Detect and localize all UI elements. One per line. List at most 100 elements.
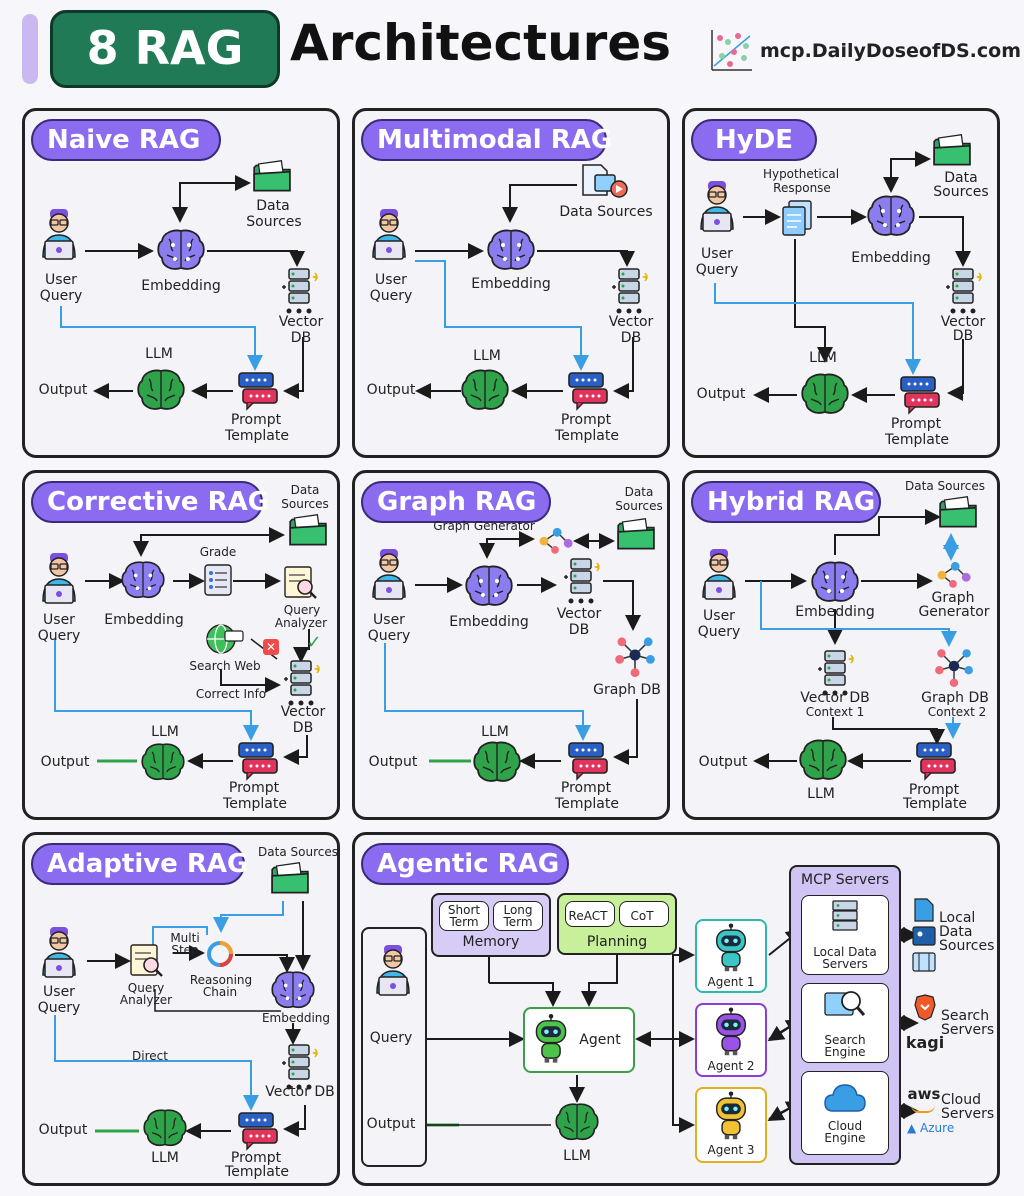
- long-term-label: Term: [503, 915, 533, 929]
- query-analyzer-icon: [130, 944, 163, 977]
- folder-icon: [931, 133, 973, 169]
- vector-db-icon: [561, 557, 601, 605]
- user-icon: [695, 179, 739, 235]
- user-label: User: [701, 246, 733, 262]
- cloud-servers-label-2: Servers: [941, 1106, 995, 1122]
- vector-db-label: Vector DB: [800, 690, 870, 706]
- panel-title: Corrective RAG: [31, 481, 269, 523]
- documents-icon: [782, 200, 812, 236]
- embedding-label: Embedding: [104, 612, 184, 628]
- context1-label: Context 1: [805, 705, 865, 719]
- embedding-label: Embedding: [261, 1011, 331, 1025]
- prompt-template-icon: [913, 741, 957, 781]
- llm-label: LLM: [809, 350, 837, 366]
- multimodal-connectors: [415, 184, 635, 399]
- reasoning-chain-icon: [207, 941, 233, 967]
- embedding-brain-icon: [865, 193, 917, 239]
- prompt-label: Prompt: [560, 412, 612, 428]
- query-label-analyzer: Query: [283, 603, 321, 617]
- local-label: Local: [939, 910, 976, 926]
- user-label: User: [45, 272, 77, 288]
- reject-x-icon: ✕: [263, 639, 279, 655]
- query-label: Query: [369, 1030, 413, 1046]
- prompt-template-icon: [565, 371, 609, 411]
- servers-right-label: Servers: [941, 1022, 995, 1038]
- response-label: Response: [773, 181, 831, 195]
- hyde-connectors: [714, 151, 971, 403]
- cot-box: [619, 901, 669, 927]
- db-label: DB: [952, 328, 974, 344]
- planning-box: [557, 893, 677, 955]
- step-label: Step: [171, 943, 199, 957]
- naive-connectors: [60, 175, 305, 399]
- embedding-label: Embedding: [449, 614, 529, 630]
- embedding-brain-icon: [119, 559, 167, 601]
- data-label: Data: [939, 924, 973, 940]
- prompt-template-icon: [565, 741, 609, 781]
- chain-label: Chain: [202, 985, 238, 999]
- adaptive-connectors: [54, 901, 311, 1139]
- db-label: DB: [620, 330, 642, 346]
- cloud-icon: [824, 1084, 866, 1112]
- prompt-label: Prompt: [230, 1150, 282, 1166]
- azure-label: Azure: [920, 1121, 955, 1135]
- user-label: User: [375, 272, 407, 288]
- output-label: Output: [38, 1122, 88, 1138]
- query-label: Query: [369, 288, 413, 304]
- output-label: Output: [366, 382, 416, 398]
- llm-brain-icon: [135, 367, 187, 413]
- prompt-template-icon: [235, 371, 279, 411]
- sources-label: Sources: [933, 184, 989, 200]
- prompt-label: Prompt: [908, 782, 960, 798]
- vector-db-icon: [609, 267, 649, 315]
- grade-label: Grade: [199, 545, 237, 559]
- user-icon: [37, 925, 81, 981]
- agent1-label: Agent 1: [707, 975, 755, 989]
- analyzer-label: Analyzer: [274, 616, 328, 630]
- embedding-label: Embedding: [471, 276, 551, 292]
- sources-label: Sources: [246, 214, 302, 230]
- folder-icon: [287, 513, 329, 549]
- template-label: Template: [885, 432, 949, 448]
- memory-label: Memory: [462, 934, 520, 950]
- correct-info-label: Correct Info: [195, 687, 267, 701]
- local-files-icons: [912, 898, 936, 972]
- embedding-label: Embedding: [795, 604, 875, 620]
- prompt-label: Prompt: [560, 780, 612, 796]
- embedding-label: Embedding: [141, 278, 221, 294]
- search-label: Search: [824, 1033, 866, 1047]
- memory-box: [431, 893, 551, 957]
- graph-generator-icon: [533, 523, 577, 557]
- template-label: Template: [555, 796, 619, 812]
- header-badge-text: 8 RAG: [86, 21, 244, 75]
- header-badge: 8 RAG: [50, 10, 280, 88]
- data-sources-label: Data Sources: [559, 204, 653, 220]
- folder-icon: [937, 495, 979, 531]
- prompt-label: Prompt: [890, 416, 942, 432]
- data-label: Data: [256, 198, 290, 214]
- cloud-label: Cloud: [827, 1119, 863, 1133]
- output-label: Output: [366, 1116, 416, 1132]
- output-label: Output: [368, 754, 418, 770]
- engine-label: Engine: [824, 1045, 866, 1059]
- kagi-logo: kagi: [905, 1033, 945, 1052]
- panel-title: Adaptive RAG: [31, 843, 248, 885]
- graph-db-icon: [613, 633, 657, 677]
- corrective-connectors: [54, 527, 310, 769]
- panel-naive-rag: Naive RAG User Query Embedding Data Sour…: [22, 108, 340, 458]
- vector-label: Vector: [608, 314, 654, 330]
- checkmark-icon: ✓: [306, 632, 322, 653]
- long-term-box: [493, 901, 543, 931]
- user-label: User: [373, 612, 405, 628]
- llm-brain-icon: [139, 741, 187, 783]
- search-web-label: Search Web: [189, 659, 261, 673]
- prompt-label: Prompt: [230, 412, 282, 428]
- data-sources-label: Data Sources: [258, 845, 338, 859]
- llm-brain-icon: [141, 1107, 189, 1149]
- search-servers-label: Search: [941, 1008, 990, 1024]
- sources-label: Sources: [615, 499, 663, 513]
- local-data-label: Local Data: [813, 945, 877, 959]
- panel-corrective-rag: Corrective RAG Data Sources User Query E…: [22, 470, 340, 820]
- query-label: Query: [37, 1000, 81, 1016]
- query-label: Query: [37, 628, 81, 644]
